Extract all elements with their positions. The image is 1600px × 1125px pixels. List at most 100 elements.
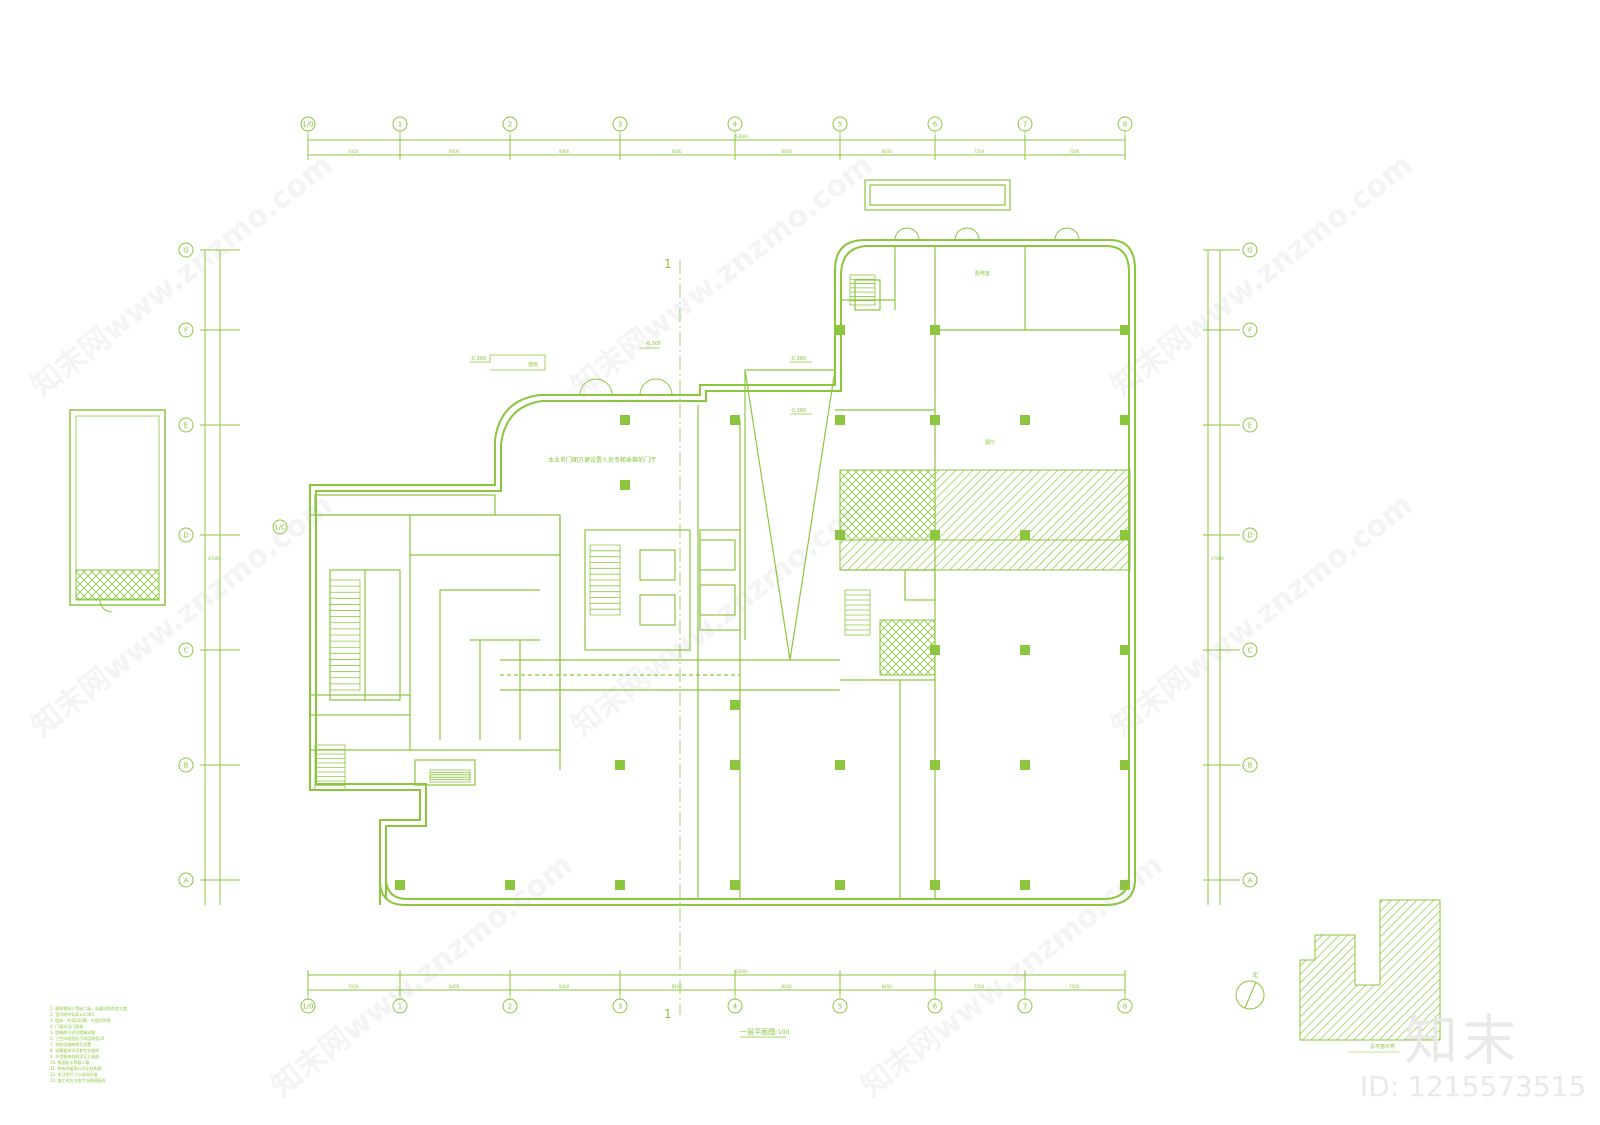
note-12: 13. 施工时应与各专业图纸配合 — [50, 1077, 106, 1083]
note-0: 1. 建筑物耐火等级二级，抗震设防烈度七度 — [50, 1005, 127, 1011]
grid-bubble-bottom-4-label: 4 — [733, 1003, 738, 1011]
stairs — [314, 274, 876, 791]
top-dim-label: 7500 — [974, 149, 985, 154]
key-plan-caption: 总平面示意 — [1370, 1043, 1395, 1050]
note-5: 6. 卫生间地面低于同层地面20 — [50, 1035, 105, 1041]
section-mark-top: 1 — [664, 257, 672, 271]
grid-bubble-top-3-label: 3 — [618, 121, 622, 129]
column-11 — [505, 880, 515, 890]
grid-bubble-right-2-label: E — [1248, 422, 1252, 430]
grid-bubble-left-6 — [178, 872, 194, 888]
column-19 — [730, 760, 740, 770]
grid-bubble-top-8-label: 8 — [1123, 121, 1127, 129]
bottom-dim-label: 8400 — [559, 984, 570, 989]
grid-bubble-left-5-label: B — [184, 762, 189, 770]
note-6: 7. 消防设施按规范设置 — [50, 1041, 91, 1047]
column-1 — [730, 415, 740, 425]
elevation-door: -0.300 — [645, 341, 661, 347]
grid-bubble-left-1-label: F — [184, 327, 188, 335]
grid-bubble-left-5 — [178, 757, 194, 773]
grid-bubble-top-4 — [727, 116, 743, 132]
column-20 — [835, 760, 845, 770]
grid-bubble-top-3 — [612, 116, 628, 132]
grid-bubble-top-1-label: 1 — [398, 121, 402, 129]
stair-south — [429, 769, 471, 783]
column-5 — [1120, 415, 1130, 425]
grid-bubble-top-6 — [927, 116, 943, 132]
note-2: 3. 墙体：外墙200厚，内墙100厚 — [50, 1017, 110, 1023]
grid-bubble-bottom-8 — [1117, 998, 1133, 1014]
column-3 — [930, 415, 940, 425]
column-24 — [730, 700, 740, 710]
north-label: 北 — [1252, 971, 1258, 979]
grid-bubble-right-0 — [1242, 242, 1258, 258]
grid-bubble-right-6-label: A — [1248, 877, 1253, 885]
grid-bubble-left-3 — [178, 527, 194, 543]
column-26 — [1020, 645, 1030, 655]
grid-bubble-left-extra-label: 1/C — [274, 524, 286, 532]
grid-bubble-top-1 — [392, 116, 408, 132]
column-9 — [835, 325, 845, 335]
column-12 — [615, 880, 625, 890]
grid-bubble-top-0-label: 1/0 — [302, 121, 313, 129]
grid-bubble-bottom-2 — [502, 998, 518, 1014]
grid-bubble-right-0-label: G — [1247, 247, 1252, 255]
bottom-dim-label: 8400 — [882, 984, 893, 989]
structural-columns — [395, 325, 1130, 890]
grid-bubble-top-7-label: 7 — [1023, 121, 1027, 129]
grid-bubble-left-extra — [272, 519, 288, 535]
grid-bubble-right-5 — [1242, 757, 1258, 773]
column-30 — [1120, 530, 1130, 540]
grid-bubble-bottom-8-label: 8 — [1123, 1003, 1127, 1011]
column-10 — [395, 880, 405, 890]
note-10: 11. 所有预留洞口详见结构图 — [50, 1065, 102, 1071]
grid-bubble-bottom-4 — [727, 998, 743, 1014]
grid-bubble-left-2 — [178, 417, 194, 433]
grid-bubble-top-6-label: 6 — [933, 121, 938, 129]
top-total-dim: 53600 — [735, 134, 748, 139]
grid-bubble-right-3 — [1242, 527, 1258, 543]
note-8: 9. 外墙装饰材料详见立面图 — [50, 1053, 99, 1059]
guard-house — [69, 409, 166, 606]
note-11: 12. 未注明尺寸以现场为准 — [50, 1071, 98, 1077]
stair-ne — [849, 274, 876, 306]
column-29 — [1020, 530, 1030, 540]
top-dim-label: 8400 — [449, 149, 460, 154]
grid-bubble-bottom-6-label: 6 — [933, 1003, 938, 1011]
column-17 — [1120, 880, 1130, 890]
key-plan — [1299, 899, 1441, 1041]
grid-bubble-left-3-label: D — [183, 532, 188, 540]
top-dim-label: 7500 — [1069, 149, 1080, 154]
note-4: 5. 楼梯做法详见楼梯详图 — [50, 1029, 95, 1035]
bottom-dim-label: 7500 — [1069, 984, 1080, 989]
grid-bubble-right-6 — [1242, 872, 1258, 888]
column-31 — [835, 530, 845, 540]
side-total-dim-0: 47000 — [208, 556, 221, 561]
column-25 — [930, 645, 940, 655]
column-14 — [835, 880, 845, 890]
grid-bubble-left-4 — [178, 642, 194, 658]
top-dim-label: 8400 — [882, 149, 893, 154]
column-23 — [1120, 760, 1130, 770]
column-8 — [1120, 325, 1130, 335]
lobby-note: 本业务门面方便设置人员专梯乘梯前门厅 — [548, 456, 656, 464]
grid-bubble-bottom-0-label: 1/0 — [302, 1003, 313, 1011]
bottom-dim-label: 8400 — [449, 984, 460, 989]
grid-bubble-left-2-label: E — [184, 422, 188, 430]
hatched-areas — [75, 469, 1131, 676]
watermark-logo: 知末 — [1404, 1009, 1520, 1072]
grid-bubble-left-4-label: C — [184, 647, 189, 655]
side-total-dim-1: 47000 — [1211, 556, 1224, 561]
grid-bubble-bottom-0 — [300, 998, 316, 1014]
grid-bubble-left-0-label: G — [183, 247, 188, 255]
stair-east — [844, 589, 871, 636]
top-dim-label: 8400 — [782, 149, 793, 154]
grid-bubble-right-1-label: F — [1248, 327, 1252, 335]
top-dim-label: 7050 — [348, 149, 359, 154]
grid-bubble-right-1 — [1242, 322, 1258, 338]
column-16 — [1020, 880, 1030, 890]
note-1: 2. 室内地坪标高±0.000 — [50, 1011, 94, 1017]
plan-scale: 1:100 — [772, 1029, 789, 1036]
note-7: 8. 设备管线详见各专业图纸 — [50, 1047, 99, 1053]
